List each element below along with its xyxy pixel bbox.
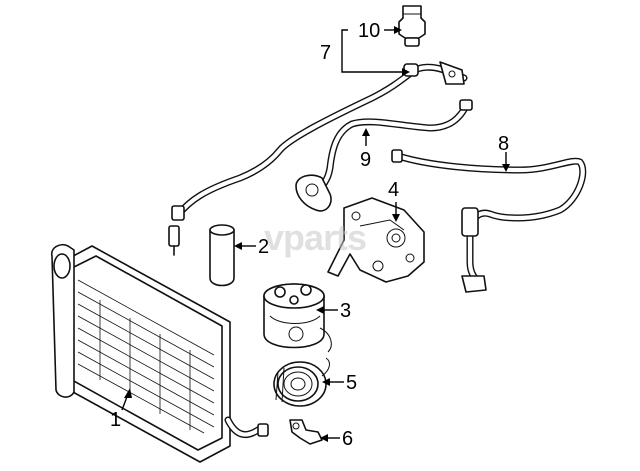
leader-2 bbox=[234, 242, 256, 250]
callout-5: 5 bbox=[346, 372, 357, 394]
leader-6 bbox=[320, 434, 340, 442]
leader-8 bbox=[502, 152, 510, 172]
pressure-switch[interactable] bbox=[398, 5, 426, 47]
leader-10 bbox=[384, 26, 402, 34]
clutch-pulley[interactable] bbox=[273, 357, 330, 407]
suction-line[interactable] bbox=[295, 99, 473, 212]
compressor-bracket[interactable] bbox=[327, 197, 425, 283]
callout-2: 2 bbox=[258, 236, 269, 258]
callout-9: 9 bbox=[360, 149, 371, 171]
leader-5 bbox=[322, 378, 344, 386]
callout-6: 6 bbox=[342, 428, 353, 450]
fitting[interactable] bbox=[289, 419, 323, 445]
callout-7: 7 bbox=[320, 42, 331, 64]
receiver-drier[interactable] bbox=[209, 224, 235, 287]
leader-1 bbox=[121, 388, 132, 411]
callout-8: 8 bbox=[498, 133, 509, 155]
leader-4 bbox=[392, 202, 400, 222]
callout-3: 3 bbox=[340, 300, 351, 322]
watermark-logo: vparts bbox=[264, 217, 366, 258]
callout-10: 10 bbox=[358, 20, 380, 42]
leader-7 bbox=[341, 29, 410, 76]
callout-4: 4 bbox=[388, 179, 399, 201]
callout-1: 1 bbox=[110, 409, 121, 431]
compressor[interactable] bbox=[263, 283, 332, 353]
hose-assembly[interactable] bbox=[391, 149, 587, 293]
condenser[interactable] bbox=[50, 243, 269, 463]
leader-3 bbox=[316, 306, 338, 314]
leader-9 bbox=[362, 128, 370, 146]
